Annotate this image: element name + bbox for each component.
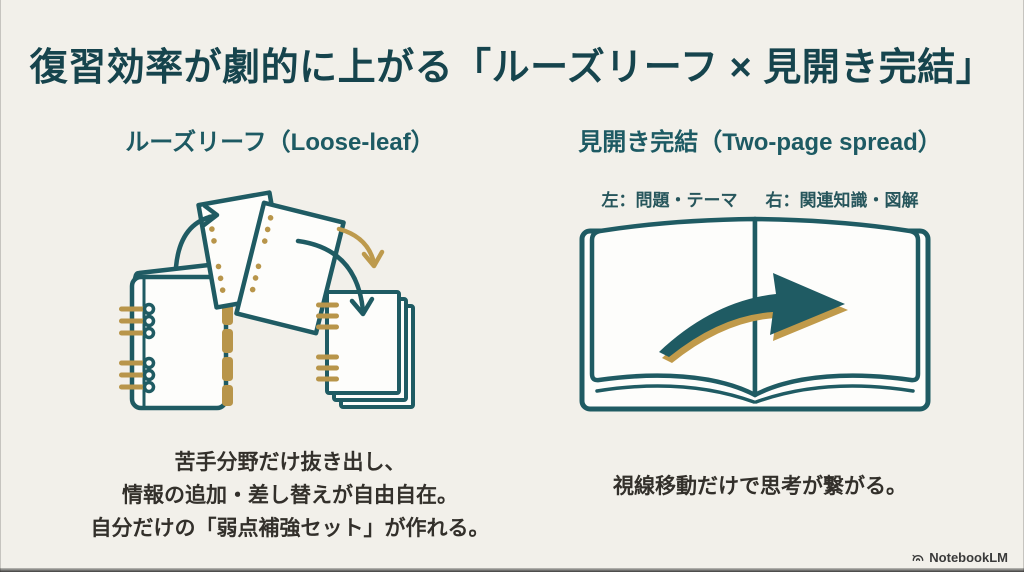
- brand-footer: NotebookLM: [911, 550, 1008, 565]
- spread-page-labels: 左：問題・テーマ 右：関連知識・図解: [545, 186, 975, 211]
- bottom-edge-bar: [0, 568, 1024, 572]
- left-caption: 苦手分野だけ抜き出し、 情報の追加・差し替えが自由自在。 自分だけの「弱点補強セ…: [40, 446, 540, 545]
- right-caption: 視線移動だけで思考が繋がる。: [613, 475, 907, 498]
- left-caption-line-1: 苦手分野だけ抜き出し、: [174, 451, 406, 474]
- right-page-label: 右：関連知識・図解: [765, 191, 919, 210]
- open-book-illustration: [555, 205, 975, 435]
- open-book-icon: [579, 216, 931, 412]
- loose-leaf-illustration: [110, 165, 470, 425]
- left-page-label: 左：問題・テーマ: [601, 191, 738, 210]
- arrow-into-stack-icon: [295, 238, 375, 317]
- arrow-gold-icon: [336, 226, 385, 269]
- slide-title: 復習効率が劇的に上がる「ルーズリーフ × 見開き完結」: [29, 47, 995, 89]
- left-caption-line-3: 自分だけの「弱点補強セット」が作れる。: [90, 517, 490, 540]
- brand-name: NotebookLM: [929, 550, 1008, 565]
- swoosh-arrow-icon: [659, 273, 845, 357]
- left-column-heading: ルーズリーフ（Loose-leaf）: [125, 129, 435, 156]
- loose-leaf-binder-icon: [119, 190, 415, 411]
- notebooklm-logo-icon: [912, 554, 924, 561]
- page-stack: [316, 290, 415, 409]
- loose-page-front: [234, 200, 346, 336]
- right-column-heading: 見開き完結（Two-page spread）: [578, 129, 942, 156]
- left-caption-line-2: 情報の追加・差し替えが自由自在。: [122, 484, 458, 507]
- arrow-up-icon: [173, 203, 220, 270]
